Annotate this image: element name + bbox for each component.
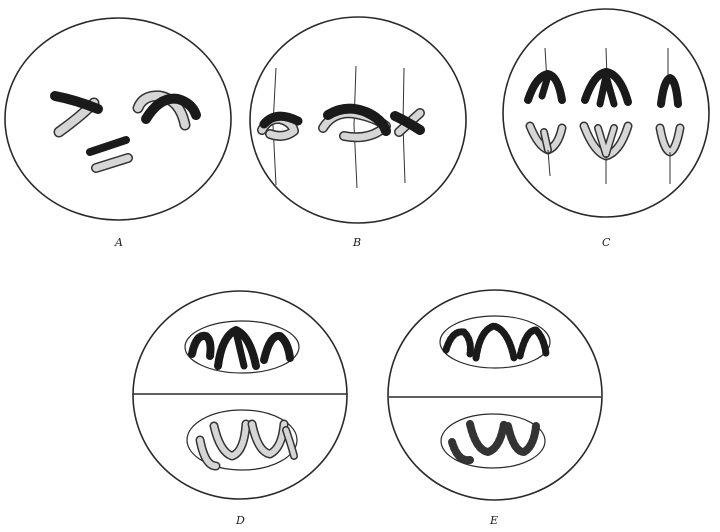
chromosomes-d-lower xyxy=(200,424,294,466)
panel-a: A xyxy=(5,18,231,249)
bivalent-b1 xyxy=(262,116,298,136)
panel-label-b: B xyxy=(352,236,361,249)
panel-label-a: A xyxy=(114,236,123,249)
chromosome-pair-a3 xyxy=(90,140,128,168)
chromosome-pair-a1 xyxy=(55,96,98,132)
cell-outline-d xyxy=(133,291,347,499)
chromosome-pair-a2 xyxy=(138,96,196,125)
panel-c: C xyxy=(503,9,709,249)
bivalent-b3 xyxy=(395,113,420,132)
cell-outline-c xyxy=(503,9,709,217)
chromosomes-e-lower xyxy=(452,424,536,460)
panel-label-d: D xyxy=(235,514,245,527)
panel-e: E xyxy=(388,290,602,527)
lower-chromosomes-c xyxy=(530,126,680,184)
panel-label-c: C xyxy=(602,236,611,249)
chromosomes-d-upper xyxy=(192,330,290,366)
chromosomes-e-upper xyxy=(446,326,546,358)
panel-label-e: E xyxy=(489,514,498,527)
panel-d: D xyxy=(133,291,347,527)
upper-chromosomes-c xyxy=(528,48,678,104)
panel-b: B xyxy=(250,17,466,249)
